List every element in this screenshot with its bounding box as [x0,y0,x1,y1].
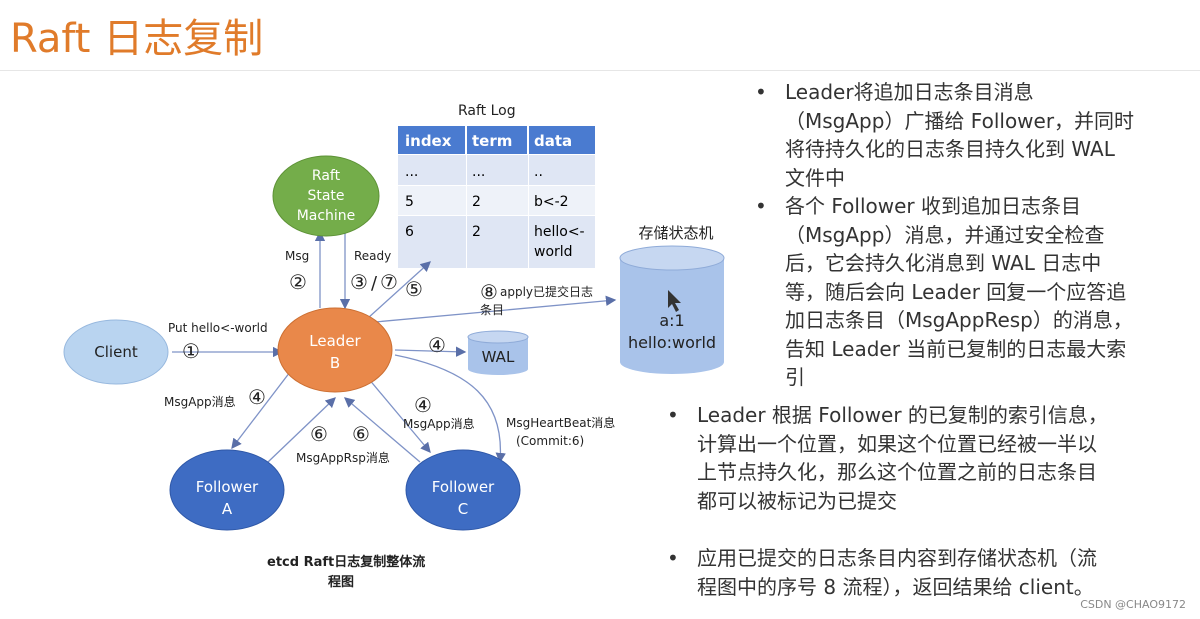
follower-a-node: Follower A [169,449,285,531]
title-divider [0,70,1200,71]
flow-arrows [172,230,617,464]
table-cell: 2 [472,224,481,240]
svg-text:Follower: Follower [196,478,259,496]
svg-text:B: B [330,354,340,372]
svg-text:Client: Client [94,343,138,361]
client-node: Client [63,319,169,385]
svg-text:⑦: ⑦ [380,270,398,294]
svg-text:⑧: ⑧ [480,280,498,304]
bullet-dot-icon: • [667,403,679,427]
svg-text:Raft: Raft [312,168,341,184]
svg-text:WAL: WAL [482,348,515,366]
svg-text:Leader: Leader [309,332,361,350]
watermark: CSDN @CHAO9172 [1080,598,1186,611]
svg-text:apply已提交日志: apply已提交日志 [500,284,593,299]
svg-text:MsgAppRsp消息: MsgAppRsp消息 [296,450,390,465]
table-cell: ... [472,164,485,180]
svg-text:(Commit:6): (Commit:6) [516,434,584,448]
svg-text:Follower: Follower [432,478,495,496]
svg-text:④: ④ [428,333,446,357]
bullet-dot-icon: • [755,194,767,218]
svg-text:⑥: ⑥ [310,422,328,446]
table-header-data: data [534,132,572,150]
svg-text:MsgHeartBeat消息: MsgHeartBeat消息 [506,415,615,430]
svg-text:Ready: Ready [354,249,391,263]
svg-text:程图: 程图 [328,575,354,590]
table-cell: 6 [405,224,414,240]
state-machine-node: Raft State Machine [272,155,380,237]
bullet-dot-icon: • [755,80,767,104]
svg-text:Put hello<-world: Put hello<-world [168,321,268,335]
svg-text:③: ③ [350,270,368,294]
svg-text:条目: 条目 [480,303,504,317]
svg-text:hello:world: hello:world [628,333,716,352]
svg-text:Machine: Machine [297,208,356,224]
table-header-index: index [405,132,452,150]
edge-labels: Msg Ready Put hello<-world apply已提交日志 条目… [164,249,615,465]
mouse-cursor-icon [668,290,681,312]
diagram-caption: etcd Raft日志复制整体流 程图 [267,554,425,590]
leader-node: Leader B [277,307,393,393]
svg-text:etcd Raft日志复制整体流: etcd Raft日志复制整体流 [267,554,425,570]
follower-c-node: Follower C [405,449,521,531]
page-title: Raft 日志复制 [10,16,264,62]
svg-text:State: State [307,188,344,204]
step-numbers: ② ③ / ⑦ ⑤ ⑧ ④ ① ④ ④ ⑥ ⑥ [182,270,498,446]
raft-log-title: Raft Log [458,103,516,119]
table-cell: hello<-world [534,224,585,260]
svg-text:②: ② [289,270,307,294]
table-header-term: term [472,132,512,150]
table-cell: 2 [472,194,481,210]
raft-log-table: index term data ... ... .. 5 2 b<-2 6 2 … [398,126,595,268]
bullet-dot-icon: • [667,546,679,570]
svg-text:⑥: ⑥ [352,422,370,446]
svg-text:MsgApp消息: MsgApp消息 [164,394,236,409]
svg-text:MsgApp消息: MsgApp消息 [403,416,475,431]
svg-text:/: / [371,273,378,294]
svg-text:C: C [458,500,468,518]
wal-cylinder: WAL [467,330,529,375]
svg-text:⑤: ⑤ [405,277,423,301]
table-cell: ... [405,164,418,180]
table-cell: .. [534,164,543,180]
storage-cylinder: 存储状态机 a:1 hello:world [619,224,725,374]
table-cell: 5 [405,194,414,210]
svg-text:a:1: a:1 [659,311,684,330]
table-cell: b<-2 [534,194,569,210]
raft-flow-diagram: Raft Log index term data ... ... .. 5 2 … [63,103,725,590]
svg-text:存储状态机: 存储状态机 [638,224,713,242]
svg-text:Msg: Msg [285,249,309,263]
svg-text:A: A [222,500,233,518]
svg-text:④: ④ [414,393,432,417]
svg-text:④: ④ [248,385,266,409]
svg-text:①: ① [182,339,200,363]
